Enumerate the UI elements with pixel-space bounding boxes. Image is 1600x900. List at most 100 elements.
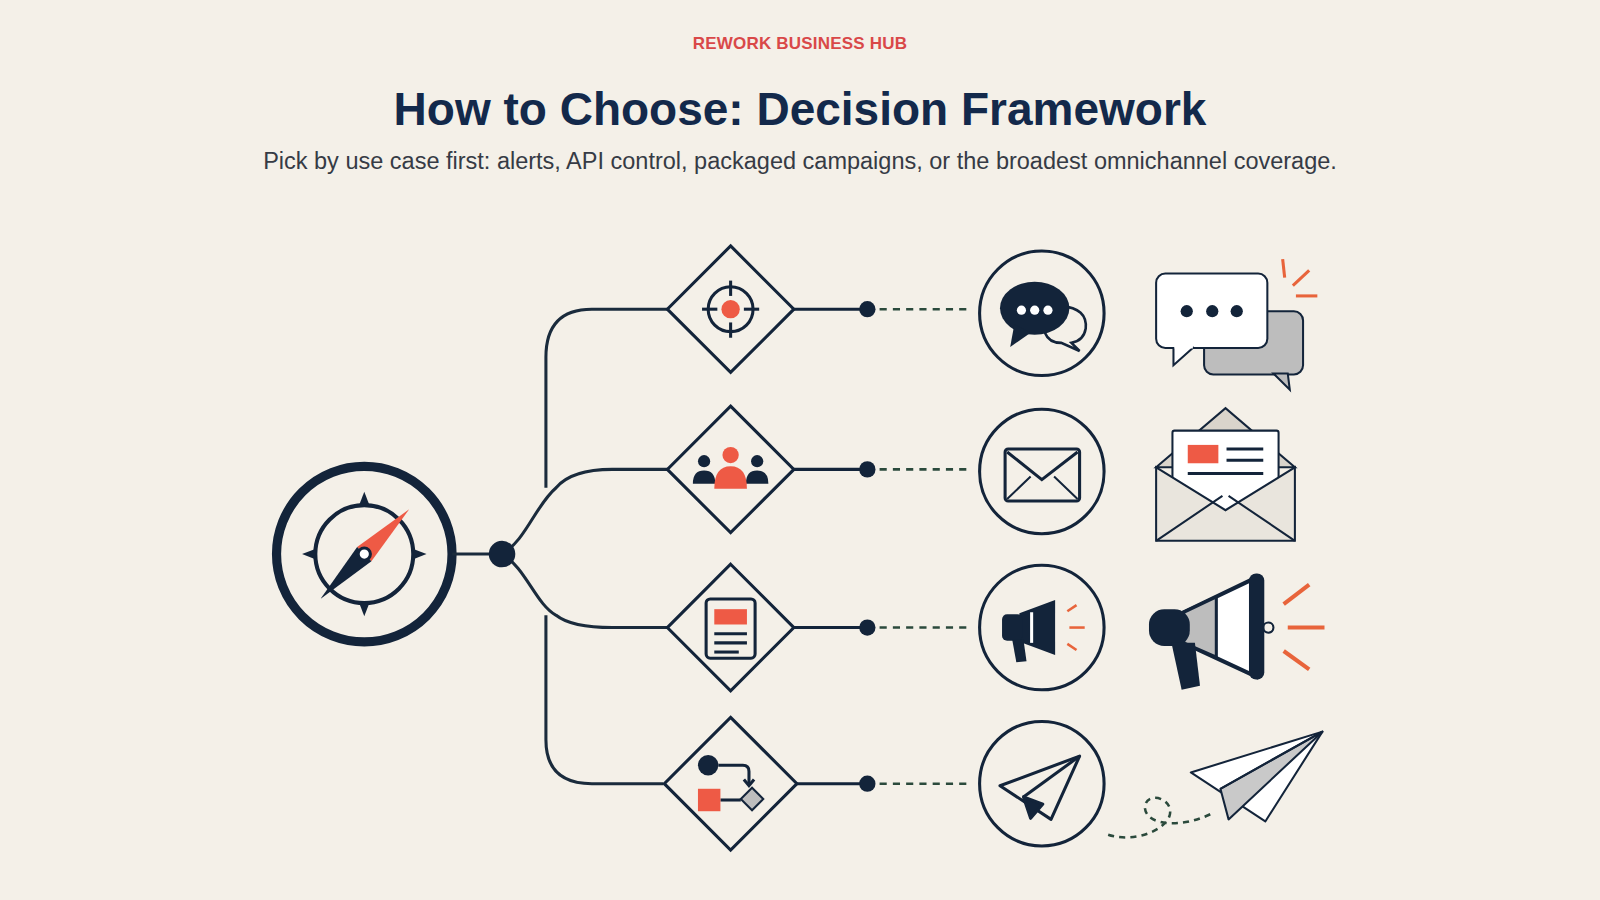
leader-lines-part	[797, 782, 867, 785]
megaphone-icon-part	[1019, 600, 1055, 655]
paper-plane-illustration-part	[1220, 732, 1322, 820]
leader-lines-part	[794, 468, 867, 471]
subtitle-text: Pick by use case first: alerts, API cont…	[250, 145, 1350, 177]
chat-icon-part	[1043, 306, 1052, 315]
channel-circles-part	[980, 251, 1104, 375]
leader-lines-part	[794, 626, 867, 629]
people-icon	[693, 447, 769, 489]
compass-icon-part	[358, 548, 370, 560]
people-icon-part	[714, 466, 747, 488]
megaphone-icon-part	[1030, 612, 1033, 643]
megaphone-illustration-part	[1249, 573, 1264, 679]
branch-lines-part	[546, 615, 663, 783]
megaphone-icon-part-part	[1067, 644, 1076, 650]
people-icon-part	[693, 470, 715, 483]
paper-plane-icon-part	[1000, 756, 1080, 819]
megaphone-illustration	[1149, 573, 1325, 689]
envelope-illustration-part	[1227, 447, 1264, 450]
document-icon	[706, 599, 755, 658]
megaphone-illustration-part	[1284, 585, 1325, 670]
compass-icon-part	[315, 505, 413, 603]
compass-icon-part	[413, 549, 426, 559]
diagram-title: How to Choose: Decision Framework	[0, 82, 1600, 136]
document-icon-part	[706, 599, 755, 658]
envelope-icon-part	[1005, 449, 1079, 501]
leader-lines-part	[859, 301, 875, 317]
leader-lines-part	[880, 309, 972, 783]
envelope-illustration-part	[1188, 445, 1219, 463]
decision-diamonds	[664, 246, 797, 850]
chat-illustration-part-part	[1293, 270, 1309, 285]
chat-icon-part	[1017, 306, 1026, 315]
envelope-icon	[1005, 449, 1079, 501]
leader-lines-part	[794, 308, 867, 311]
document-icon-part	[714, 651, 738, 654]
chat-icon-part	[1030, 306, 1039, 315]
leader-lines-part-part	[880, 308, 972, 311]
megaphone-icon-part-part	[1067, 605, 1076, 611]
leader-lines-part-part	[880, 782, 972, 785]
compass-icon-part	[302, 549, 315, 559]
megaphone-icon-part	[1067, 605, 1084, 650]
chat-illustration-part	[1174, 345, 1192, 348]
compass-icon	[277, 466, 453, 642]
target-icon-part	[744, 308, 759, 311]
people-icon-part	[751, 455, 763, 467]
chat-illustration	[1156, 259, 1317, 390]
workflow-icon-part	[698, 789, 720, 811]
compass-icon-part	[277, 466, 453, 642]
document-icon-part	[714, 641, 747, 644]
workflow-icon-part	[741, 788, 763, 810]
chat-icon	[1000, 282, 1086, 351]
megaphone-icon-part-part	[1069, 626, 1084, 629]
decision-diamonds-part	[664, 717, 797, 850]
leader-lines	[794, 301, 972, 792]
leader-lines-part	[859, 619, 875, 635]
branch-lines-part	[546, 309, 668, 488]
workflow-icon-part	[698, 755, 718, 775]
target-icon	[702, 281, 759, 338]
compass-icon-part	[320, 547, 371, 599]
envelope-illustration	[1156, 408, 1295, 541]
chat-icon-part	[1010, 324, 1030, 346]
paper-plane-icon-part	[1023, 797, 1042, 818]
envelope-illustration-part	[1188, 472, 1264, 475]
workflow-icon-part	[720, 798, 740, 801]
workflow-icon-part	[744, 780, 754, 786]
envelope-icon-part	[1007, 477, 1077, 499]
document-icon-part	[714, 632, 747, 635]
megaphone-illustration-part-part	[1284, 651, 1310, 669]
leader-lines-part	[859, 776, 875, 792]
compass-icon-part	[359, 492, 369, 505]
megaphone-icon-part	[1012, 640, 1026, 662]
channel-circles	[980, 251, 1104, 846]
chat-illustration-part	[1231, 305, 1243, 317]
channel-circles-part	[980, 721, 1104, 845]
people-icon-part	[746, 470, 768, 483]
chat-icon-part	[1000, 282, 1069, 335]
chat-illustration-part-part	[1296, 294, 1317, 297]
branch-lines	[452, 309, 668, 783]
leader-lines-part	[859, 461, 875, 477]
leader-lines-part-part	[880, 468, 972, 471]
branch-lines-part	[502, 469, 668, 554]
compass-icon-part	[357, 509, 409, 561]
target-icon-part	[729, 281, 732, 296]
leader-lines-part-part	[880, 626, 972, 629]
chat-illustration-part	[1181, 305, 1193, 317]
chat-illustration-part	[1283, 259, 1318, 296]
channel-circles-part	[980, 565, 1104, 689]
envelope-illustration-part	[1156, 496, 1295, 541]
target-icon-part	[702, 308, 717, 311]
kicker-label: REWORK BUSINESS HUB	[0, 34, 1600, 54]
paper-plane-icon	[1000, 756, 1080, 819]
compass-icon-part	[359, 603, 369, 616]
chat-illustration-part	[1273, 373, 1289, 389]
people-icon-part	[698, 455, 710, 467]
megaphone-illustration-part-part	[1284, 585, 1310, 604]
paper-plane-illustration-part	[1220, 732, 1322, 789]
envelope-illustration-part	[1227, 459, 1264, 462]
paper-plane-illustration-part	[1191, 732, 1323, 822]
chat-illustration-part	[1173, 347, 1193, 365]
megaphone-icon	[1002, 600, 1085, 662]
